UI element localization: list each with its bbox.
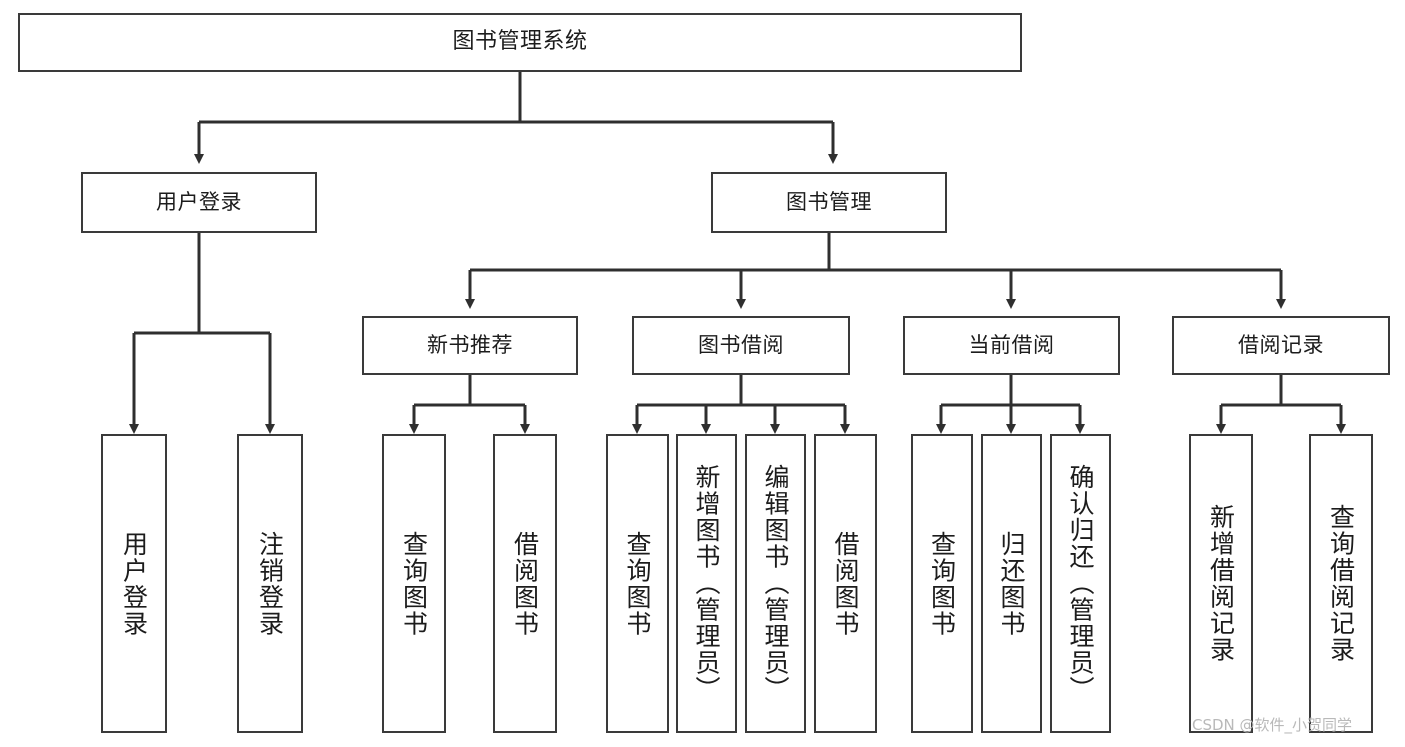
edge-group-borrow-record	[1216, 375, 1346, 434]
node-leaf-borrow-book-1[interactable]: 借阅图书	[493, 434, 557, 733]
node-leaf-user-login[interactable]: 用户登录	[101, 434, 167, 733]
node-current-borrow[interactable]: 当前借阅	[903, 316, 1120, 375]
node-leaf-query-book-1[interactable]: 查询图书	[382, 434, 446, 733]
node-book-borrow-label: 图书借阅	[698, 332, 784, 357]
node-root-label: 图书管理系统	[452, 29, 588, 55]
edge-group-book-borrow	[632, 375, 850, 434]
node-leaf-borrow-book-2[interactable]: 借阅图书	[814, 434, 877, 733]
node-leaf-query-book-3[interactable]: 查询图书	[911, 434, 973, 733]
node-user-login-label: 用户登录	[156, 189, 242, 214]
node-leaf-confirm-return[interactable]: 确认归还（管理员）	[1050, 434, 1111, 733]
node-leaf-add-book[interactable]: 新增图书（管理员）	[676, 434, 737, 733]
node-borrow-record[interactable]: 借阅记录	[1172, 316, 1390, 375]
node-leaf-add-book-label: 新增图书（管理员）	[692, 464, 721, 703]
node-new-book-recommend-label: 新书推荐	[427, 332, 513, 357]
node-leaf-return-book[interactable]: 归还图书	[981, 434, 1042, 733]
node-borrow-record-label: 借阅记录	[1238, 332, 1324, 357]
edge-group-root	[194, 72, 838, 164]
node-leaf-query-book-2[interactable]: 查询图书	[606, 434, 669, 733]
node-leaf-return-book-label: 归还图书	[997, 530, 1026, 637]
node-leaf-borrow-book-1-label: 借阅图书	[510, 530, 540, 637]
node-book-manage-label: 图书管理	[786, 189, 872, 214]
node-current-borrow-label: 当前借阅	[968, 332, 1055, 357]
node-book-manage[interactable]: 图书管理	[711, 172, 947, 233]
edge-group-current-borrow	[936, 375, 1085, 434]
node-leaf-query-book-3-label: 查询图书	[927, 530, 957, 637]
edge-group-new-book-recommend	[409, 375, 530, 434]
node-leaf-logout-label: 注销登录	[255, 530, 285, 637]
edge-group-user-login	[129, 233, 275, 434]
node-leaf-borrow-book-2-label: 借阅图书	[831, 530, 860, 637]
node-book-borrow[interactable]: 图书借阅	[632, 316, 850, 375]
node-leaf-logout[interactable]: 注销登录	[237, 434, 303, 733]
watermark: CSDN @软件_小贺同学	[1192, 716, 1353, 734]
node-leaf-user-login-label: 用户登录	[119, 530, 149, 637]
node-leaf-add-record-label: 新增借阅记录	[1206, 504, 1236, 663]
node-leaf-query-book-2-label: 查询图书	[623, 530, 652, 637]
node-leaf-edit-book[interactable]: 编辑图书（管理员）	[745, 434, 806, 733]
node-leaf-edit-book-label: 编辑图书（管理员）	[761, 464, 790, 703]
node-leaf-confirm-return-label: 确认归还（管理员）	[1066, 464, 1095, 703]
node-leaf-query-book-1-label: 查询图书	[399, 530, 429, 637]
node-root[interactable]: 图书管理系统	[18, 13, 1022, 72]
node-leaf-query-record[interactable]: 查询借阅记录	[1309, 434, 1373, 733]
node-user-login[interactable]: 用户登录	[81, 172, 317, 233]
edge-group-book-manage	[465, 233, 1286, 309]
node-leaf-add-record[interactable]: 新增借阅记录	[1189, 434, 1253, 733]
node-new-book-recommend[interactable]: 新书推荐	[362, 316, 578, 375]
node-leaf-query-record-label: 查询借阅记录	[1326, 504, 1356, 663]
